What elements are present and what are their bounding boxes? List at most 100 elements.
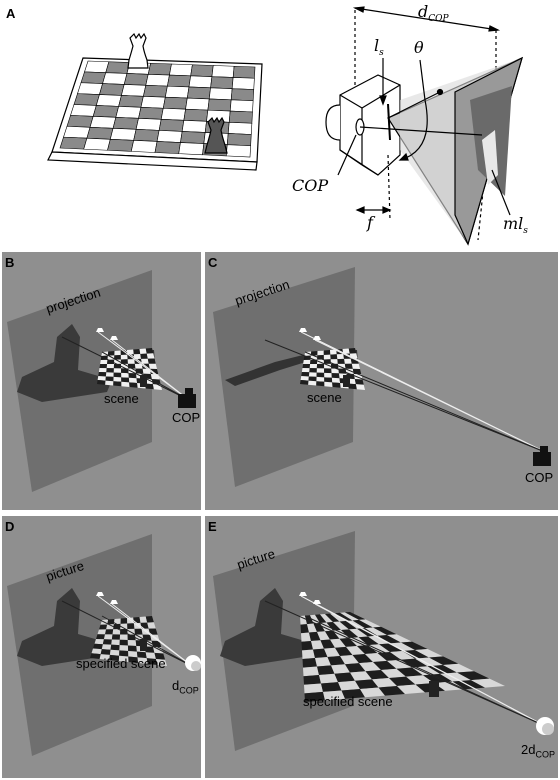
board-square — [135, 118, 162, 131]
board-square — [345, 612, 366, 620]
board-square — [141, 358, 149, 364]
board-square — [225, 144, 251, 158]
board-square — [70, 104, 97, 117]
board-square — [330, 349, 337, 355]
board-square — [148, 363, 157, 369]
board-square — [94, 639, 104, 645]
board-square — [351, 363, 360, 369]
board-square — [105, 376, 114, 382]
board-square — [401, 641, 428, 650]
board-square — [135, 368, 144, 374]
board-square — [342, 348, 350, 354]
board-square — [103, 634, 113, 640]
panel-c: C projection scene COP — [205, 252, 558, 510]
panel-c-scene-label: scene — [307, 390, 342, 405]
board-square — [133, 129, 160, 142]
board-square — [100, 359, 108, 364]
board-square — [118, 655, 129, 662]
board-square — [401, 658, 428, 668]
board-square — [302, 363, 311, 369]
mls-label: mls — [503, 214, 528, 237]
board-square — [319, 673, 338, 684]
board-square — [228, 110, 253, 124]
board-square — [359, 619, 381, 628]
board-square — [324, 368, 332, 374]
board-square — [148, 628, 158, 635]
board-square — [302, 658, 317, 668]
panel-e-label: E — [208, 519, 217, 534]
cop-label: COP — [292, 176, 329, 195]
board-square — [316, 363, 325, 369]
board-square — [95, 94, 122, 107]
board-square — [162, 96, 188, 110]
board-square — [230, 88, 255, 102]
board-square — [316, 372, 325, 378]
board-square — [147, 62, 172, 76]
board-square — [309, 363, 318, 369]
ls-label: ls — [374, 36, 384, 59]
board-square — [100, 649, 111, 655]
board-square — [333, 621, 349, 630]
board-square — [154, 141, 181, 154]
board-square — [226, 133, 252, 147]
board-square — [358, 636, 379, 646]
board-square — [338, 680, 360, 691]
board-square — [109, 649, 120, 656]
board-square — [105, 61, 131, 74]
board-square — [121, 372, 129, 378]
board-square — [113, 381, 122, 387]
board-square — [113, 372, 122, 378]
board-square — [415, 649, 443, 658]
board-square — [128, 656, 139, 663]
board-square — [183, 108, 209, 122]
board-square — [129, 382, 138, 388]
panel-a-label: A — [6, 6, 16, 21]
board-square — [340, 612, 359, 621]
board-square — [207, 98, 232, 112]
panel-b-camera-icon — [178, 388, 196, 408]
board-square — [73, 93, 100, 106]
board-square — [379, 643, 403, 652]
board-square — [352, 654, 373, 664]
board-square — [365, 670, 389, 680]
board-square — [86, 126, 114, 140]
board-square — [80, 71, 107, 84]
board-square — [109, 128, 137, 141]
f-label: f — [367, 213, 373, 232]
board-square — [320, 614, 333, 623]
board-square — [301, 368, 310, 373]
board-square — [330, 613, 346, 622]
board-square — [156, 130, 183, 143]
board-square — [111, 634, 121, 640]
board-square — [337, 363, 346, 369]
board-square — [347, 383, 357, 390]
board-square — [359, 662, 381, 672]
camera-diagram — [325, 6, 523, 246]
board-square — [145, 616, 154, 623]
board-square — [121, 381, 130, 387]
panel-c-cop-label: COP — [525, 470, 554, 485]
panel-c-chessboard — [300, 348, 365, 390]
board-square — [114, 350, 121, 356]
board-square — [105, 380, 114, 386]
panel-a-chessboard — [59, 60, 256, 158]
board-square — [373, 626, 397, 635]
board-square — [99, 624, 108, 630]
board-square — [102, 639, 112, 645]
panel-e-render — [213, 531, 554, 751]
board-square — [145, 73, 170, 87]
board-square — [231, 77, 255, 90]
board-square — [66, 115, 94, 128]
board-square — [330, 638, 346, 648]
board-square — [324, 381, 333, 387]
board-square — [330, 354, 338, 360]
board-square — [471, 678, 505, 688]
board-square — [127, 645, 137, 652]
board-square — [378, 686, 405, 696]
board-square — [349, 628, 368, 638]
panel-d-chessboard — [90, 616, 167, 666]
board-square — [140, 95, 166, 109]
board-square — [336, 353, 345, 360]
board-square — [97, 629, 107, 635]
board-square — [115, 106, 142, 119]
